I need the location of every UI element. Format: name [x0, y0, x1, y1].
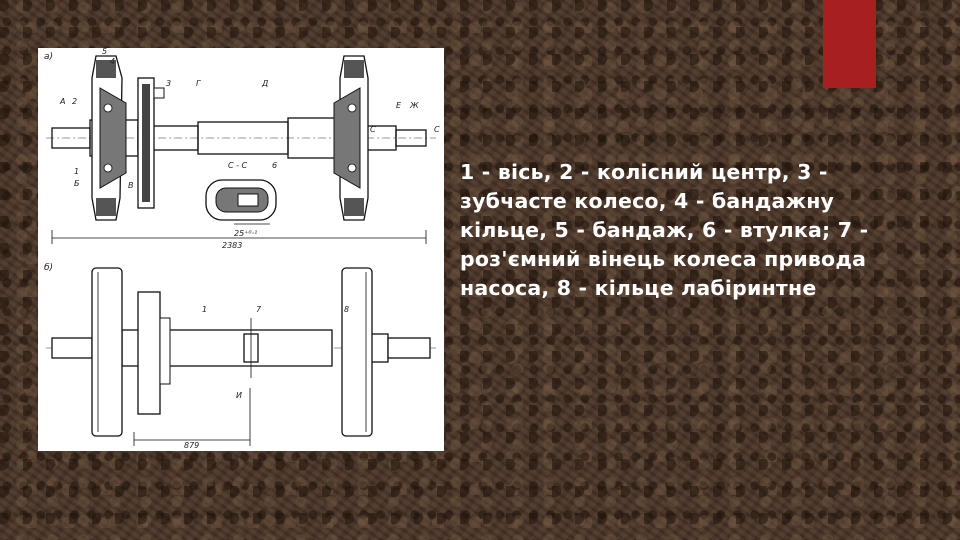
label-b-I: И — [236, 391, 242, 400]
left-wheel-a — [91, 55, 127, 221]
label-A: А — [59, 97, 65, 106]
label-C-1: С — [370, 125, 376, 134]
label-E: Е — [396, 101, 402, 110]
dimension-lines-b — [133, 388, 251, 446]
wheelset-diagram: а) — [38, 48, 444, 451]
label-dim-total: 2383 — [222, 241, 242, 250]
left-wheel-b — [91, 267, 123, 437]
label-6: 6 — [272, 161, 277, 170]
right-wheel-a — [333, 55, 369, 221]
label-b-1: 1 — [202, 305, 207, 314]
label-section: С - С — [228, 161, 248, 170]
label-B: Б — [74, 179, 80, 188]
gear-wheel-b — [137, 291, 171, 415]
panel-a-label: а) — [44, 52, 53, 62]
section-c-c-bushing — [205, 179, 277, 221]
label-D: Д — [261, 79, 268, 88]
wheelset-drawing: а) — [44, 48, 440, 450]
label-dim-small: 25⁺⁰·¹ — [234, 229, 257, 238]
label-G: Г — [196, 79, 201, 88]
label-b-8: 8 — [344, 305, 349, 314]
label-2: 2 — [72, 97, 77, 106]
panel-b-label: б) — [44, 263, 53, 273]
pump-drive-ring-b — [243, 318, 259, 378]
label-3: 3 — [166, 79, 171, 88]
label-4: 4 — [110, 57, 115, 66]
gear-wheel-a — [137, 77, 165, 209]
label-V: В — [128, 181, 134, 190]
right-wheel-b — [341, 267, 373, 437]
accent-tab — [823, 0, 876, 88]
label-C-2: С — [434, 125, 440, 134]
label-1: 1 — [74, 167, 79, 176]
parts-legend-caption: 1 - вісь, 2 - колісний центр, 3 - зубчас… — [460, 160, 869, 300]
label-Zh: Ж — [409, 101, 419, 110]
label-5: 5 — [102, 48, 107, 56]
dimension-lines-a — [51, 223, 427, 244]
label-b-7: 7 — [256, 305, 262, 314]
label-b-dim: 879 — [184, 441, 199, 450]
